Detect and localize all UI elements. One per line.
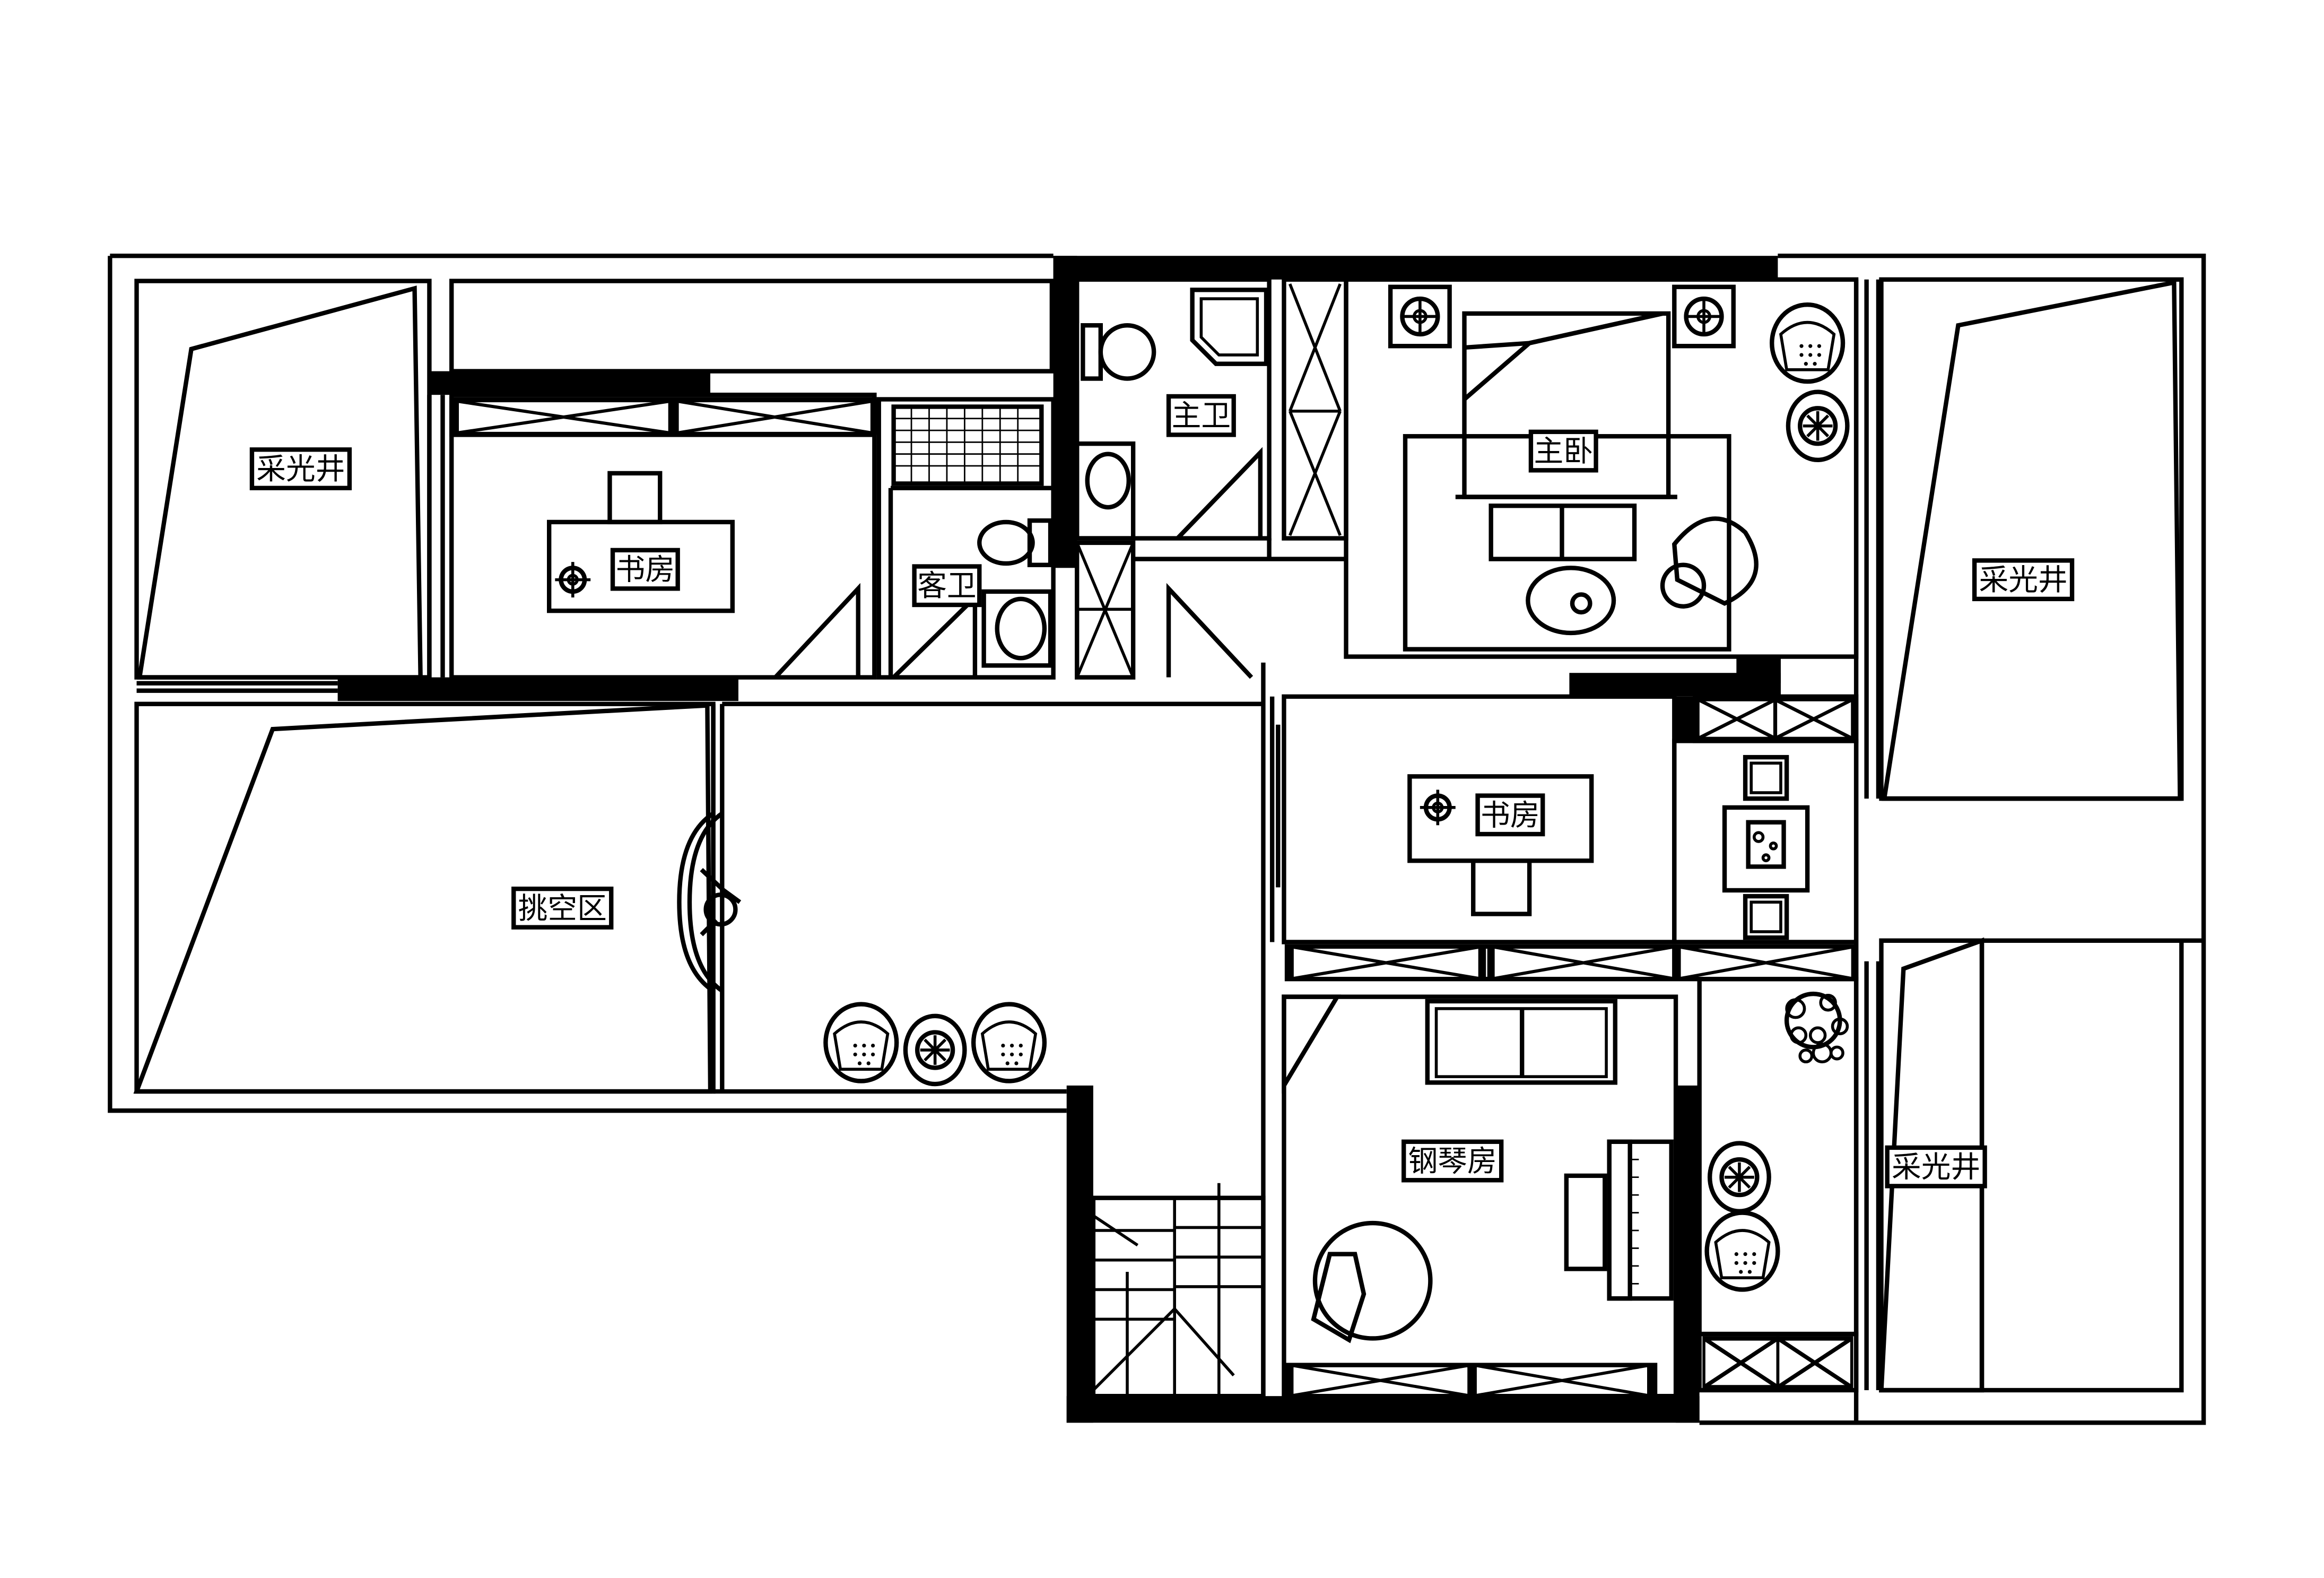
desk-chair-2 (1471, 859, 1532, 916)
study-1: 书房 (427, 393, 874, 680)
svg-text:采光井: 采光井 (1979, 563, 2067, 597)
guest-bath: 客卫 (876, 397, 1056, 680)
round-table-piano (1311, 1220, 1433, 1343)
svg-text:主卫: 主卫 (1172, 399, 1231, 433)
balcony-arc (677, 811, 724, 993)
label-guest-bath: 客卫 (912, 564, 982, 608)
label-study-2: 书房 (1475, 793, 1545, 837)
wardrobe (1133, 277, 1348, 561)
right-partition (1853, 279, 1881, 1423)
desk-chair (607, 471, 663, 525)
skylight-right-top (1879, 277, 2204, 943)
label-piano-room: 钢琴房 (1402, 1139, 1504, 1183)
side-table-icon (1788, 392, 1847, 460)
coffee-table (1526, 566, 1616, 636)
label-skylight-2: 采光井 (1972, 558, 2075, 602)
central-hall: 挑空区 (511, 662, 1266, 1397)
armchair-right-icon (973, 1004, 1045, 1081)
svg-text:采光井: 采光井 (256, 452, 345, 487)
shower-tray (891, 404, 1044, 486)
piano-icon (1564, 1139, 1674, 1301)
sofa-piano (1425, 999, 1617, 1085)
sink-icon-master (1075, 441, 1136, 541)
bedside-lamp-left-icon (1390, 287, 1449, 346)
armchair-piano-icon (1707, 1213, 1778, 1290)
lounge-chair-icon (1660, 516, 1759, 609)
round-table-icon (906, 1016, 964, 1084)
svg-text:客卫: 客卫 (917, 569, 976, 603)
master-bath: 主卫 (1075, 277, 1272, 680)
tea-area (1672, 694, 1859, 944)
sink-icon (981, 589, 1053, 668)
svg-text:书房: 书房 (616, 553, 675, 587)
tree-plant-icon (1784, 991, 1849, 1064)
svg-text:书房: 书房 (1481, 798, 1539, 833)
desk-lamp-icon (555, 562, 591, 598)
tea-table-icon (1722, 805, 1810, 893)
toilet-icon-master (1081, 323, 1156, 381)
label-study-1: 书房 (610, 548, 680, 591)
sofa (1489, 504, 1637, 561)
master-bedroom: 主卧 (1344, 277, 1859, 659)
label-void-area: 挑空区 (511, 886, 614, 930)
svg-text:钢琴房: 钢琴房 (1408, 1145, 1497, 1179)
structural-walls (337, 256, 1781, 1423)
top-corridor (449, 279, 1055, 374)
label-skylight-3: 采光井 (1885, 1145, 1987, 1189)
label-skylight-1: 采光井 (249, 447, 352, 490)
staircase (1091, 1183, 1266, 1399)
svg-text:挑空区: 挑空区 (518, 891, 607, 926)
person-icon (700, 868, 742, 937)
bed (1455, 311, 1677, 499)
shower-icon (1190, 288, 1269, 366)
void-area (133, 701, 725, 1094)
svg-text:采光井: 采光井 (1892, 1150, 1980, 1185)
lounge-corner (1697, 976, 1859, 1393)
bedside-lamp-right-icon (1674, 287, 1733, 346)
desk-lamp-2-icon (1420, 790, 1456, 826)
armchair-icon (1772, 305, 1843, 382)
side-table-piano-icon (1710, 1143, 1769, 1211)
outer-boundary (108, 254, 2206, 1425)
stool-bottom-icon (1745, 896, 1787, 938)
svg-text:主卧: 主卧 (1534, 435, 1592, 469)
label-master-bedroom: 主卧 (1528, 429, 1598, 473)
study-2: 书房 (1269, 694, 1859, 979)
toilet-icon (977, 518, 1053, 567)
piano-room: 钢琴房 (1282, 994, 1678, 1397)
stool-top-icon (1745, 757, 1787, 799)
armchair-left-icon (825, 1004, 896, 1081)
label-master-bath: 主卫 (1166, 394, 1236, 437)
